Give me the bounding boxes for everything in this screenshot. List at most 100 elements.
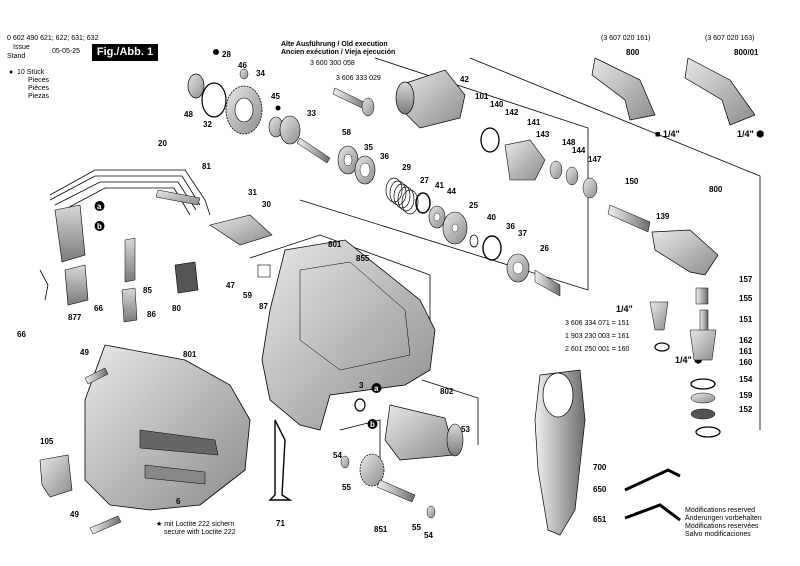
callout: 139	[656, 212, 670, 221]
issue-date: 05-05-25	[52, 48, 81, 55]
figure-label: Fig./Abb. 1	[92, 44, 158, 61]
callout: 46	[238, 61, 247, 70]
callout: 6	[176, 497, 181, 506]
old-execution-line1: Alte Ausführung / Old execution	[281, 41, 388, 48]
callout: 159	[739, 391, 753, 400]
modifications-line1: Modifications reserved	[685, 507, 756, 514]
housing-half-right	[261, 239, 436, 431]
stand-label: Stand	[7, 53, 26, 60]
callout: 800	[626, 48, 640, 57]
callout: 650	[593, 485, 607, 494]
old-execution-line2: Ancien exécution / Vieja ejecución	[281, 49, 396, 56]
hex-bit-size: 1/4" ⬢	[675, 355, 703, 365]
callout: 35	[364, 143, 373, 152]
callout: 800	[709, 185, 723, 194]
callout: 800/01	[734, 48, 759, 57]
old-execution-part-a: 3 600 300 058	[310, 60, 355, 67]
callout-circle-label: b	[370, 420, 375, 429]
callout: 802	[440, 387, 454, 396]
callout: 30	[262, 200, 271, 209]
callout: 143	[536, 130, 550, 139]
callout: 157	[739, 275, 753, 284]
callout: 25	[469, 201, 478, 210]
modifications-line4: Salvo modificaciones	[685, 531, 751, 538]
callout: 54	[333, 451, 342, 460]
callout: 141	[527, 118, 541, 127]
callout: 700	[593, 463, 607, 472]
angle-head-right-size: 1/4" ⬢	[737, 129, 765, 139]
callout: 26	[540, 244, 549, 253]
callout: 27	[420, 176, 429, 185]
callout: 58	[342, 128, 351, 137]
callout: 71	[276, 519, 285, 528]
callout: 28	[222, 50, 231, 59]
callout: 154	[739, 375, 753, 384]
qty-note-line2: Pieces	[28, 77, 50, 84]
callout: 55	[412, 523, 421, 532]
callout: 155	[739, 294, 753, 303]
callout: 851	[374, 525, 388, 534]
callout: 20	[158, 139, 167, 148]
callout: 147	[588, 155, 602, 164]
callout: 80	[172, 304, 181, 313]
motor	[384, 404, 464, 461]
callout: 49	[80, 348, 89, 357]
bit-part-row3: 2 601 250 001 = 160	[565, 346, 630, 353]
callout: 37	[518, 229, 527, 238]
callout: 152	[739, 405, 753, 414]
callout-labels: 28 46 34 48 32 45 33 42 800 800/01 101 1…	[17, 48, 759, 540]
callout: 162	[739, 336, 753, 345]
callout: 47	[226, 281, 235, 290]
callout: 148	[562, 138, 576, 147]
side-handle	[534, 369, 586, 536]
modifications-line2: Änderungen vorbehalten	[685, 515, 762, 522]
chuck-assembly	[395, 69, 719, 276]
angle-head-left-number: (3 607 020 161)	[601, 35, 651, 42]
callout: 105	[40, 437, 54, 446]
callout: 801	[328, 240, 342, 249]
group-outlines	[249, 57, 761, 470]
loctite-line2: secure with Loctite 222	[164, 529, 236, 536]
callout: 34	[256, 69, 265, 78]
qty-note-line3: Pièces	[28, 85, 50, 92]
callout: 161	[739, 347, 753, 356]
callout-circle-label: b	[97, 222, 102, 231]
modifications-line3: Modifications reservées	[685, 523, 759, 530]
callout-marker-circle	[94, 201, 105, 211]
bit-size: 1/4"	[616, 304, 633, 314]
angle-heads	[591, 57, 756, 126]
callout: 44	[447, 187, 456, 196]
housing-half-left	[84, 344, 251, 511]
brush-holders	[54, 204, 273, 323]
callout: 53	[461, 425, 470, 434]
callout: 33	[307, 109, 316, 118]
misc-parts	[39, 189, 366, 535]
callout: 66	[17, 330, 26, 339]
callout: 55	[342, 483, 351, 492]
qty-note-line1: 10 Stück	[17, 69, 45, 76]
callout: 142	[505, 108, 519, 117]
callout-marker-circle	[94, 221, 105, 231]
callout: 54	[424, 531, 433, 540]
callout-marker-circle	[371, 383, 382, 393]
qty-note-bullet: ●	[9, 69, 14, 76]
gear-assembly	[187, 49, 331, 164]
callout: 3	[359, 381, 364, 390]
callout: 41	[435, 181, 444, 190]
callout: 45	[271, 92, 280, 101]
callout-marker-circle	[367, 419, 378, 429]
callout-circle-label: a	[374, 384, 379, 393]
angle-head-left-size: ■ 1/4"	[655, 129, 680, 139]
callout: 81	[202, 162, 211, 171]
callout: 801	[183, 350, 197, 359]
callout: 49	[70, 510, 79, 519]
callout: 40	[487, 213, 496, 222]
qty-note-line4: Piezas	[28, 93, 50, 100]
callout: 66	[94, 304, 103, 313]
bit-part-row1: 3 606 334 071 = 151	[565, 320, 630, 327]
gear-851	[340, 453, 436, 519]
issue-label: Issue	[13, 44, 30, 51]
angle-head-right-number: (3 607 020 163)	[705, 35, 755, 42]
